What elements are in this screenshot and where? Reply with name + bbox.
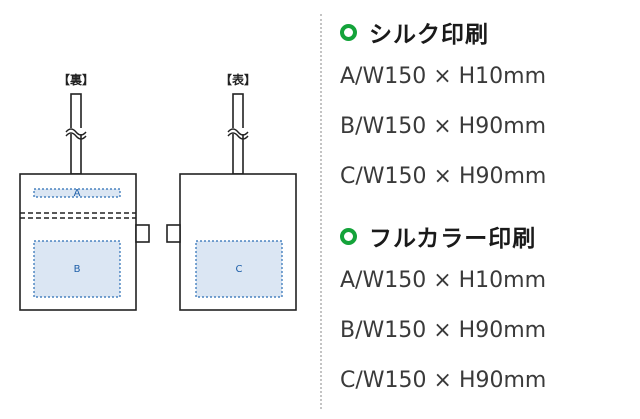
front-view-label: 【表】 <box>220 72 256 87</box>
spec-line: B/W150 × H90mm <box>340 114 547 139</box>
front-view: 【表】 C <box>166 72 297 311</box>
spec-line: B/W150 × H90mm <box>340 318 547 343</box>
circle-bullet-icon <box>340 227 357 245</box>
print-area-b <box>33 240 121 298</box>
print-area-c-label: C <box>236 264 243 275</box>
spec-line: C/W150 × H90mm <box>340 368 547 393</box>
back-view-label: 【裏】 <box>58 72 94 87</box>
section-title: フルカラー印刷 <box>369 226 537 252</box>
print-area-b-label: B <box>74 264 81 275</box>
print-area-c <box>195 240 283 298</box>
spec-line: A/W150 × H10mm <box>340 268 547 293</box>
back-side-tab <box>135 224 150 243</box>
back-view: 【裏】 A B <box>19 72 150 311</box>
section-title: シルク印刷 <box>369 22 489 48</box>
product-diagram: 【裏】 A B 【表】 C <box>19 72 297 311</box>
print-area-a <box>33 188 121 198</box>
back-strap <box>64 93 88 175</box>
section-header: フルカラー印刷 <box>340 216 546 256</box>
full-color-print-section: フルカラー印刷 A/W150 × H10mm B/W150 × H90mm C/… <box>340 216 546 406</box>
spec-line: A/W150 × H10mm <box>340 64 547 89</box>
circle-bullet-icon <box>340 23 357 41</box>
section-header: シルク印刷 <box>340 12 546 52</box>
spec-line: C/W150 × H90mm <box>340 164 547 189</box>
front-strap <box>226 93 250 175</box>
front-side-tab <box>166 224 181 243</box>
silk-print-section: シルク印刷 A/W150 × H10mm B/W150 × H90mm C/W1… <box>340 12 546 202</box>
print-area-a-label: A <box>74 188 81 199</box>
column-divider <box>320 14 322 409</box>
